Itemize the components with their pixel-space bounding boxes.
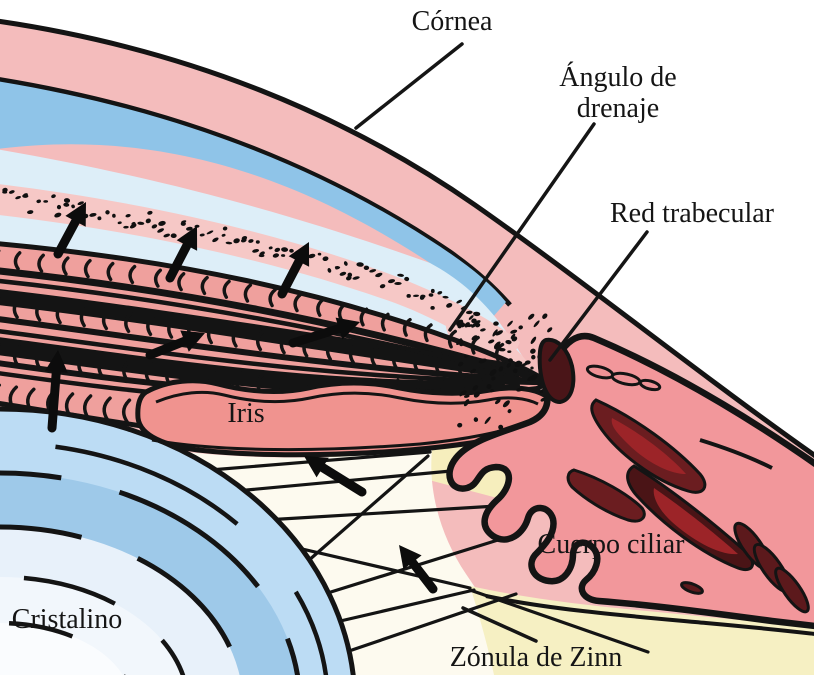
flow-arrow bbox=[165, 226, 198, 283]
zonule-fiber bbox=[350, 592, 518, 652]
zonule-fiber bbox=[263, 504, 499, 522]
flow-arrow bbox=[145, 330, 205, 360]
zonule-fiber bbox=[298, 454, 430, 570]
vessel-pod bbox=[774, 566, 810, 614]
flow-arrow bbox=[399, 545, 438, 594]
label-trabecular: Red trabecular bbox=[610, 198, 775, 229]
vessel-large-inner bbox=[611, 418, 686, 474]
lens bbox=[0, 406, 356, 675]
label-ciliary-body: Cuerpo ciliar bbox=[538, 529, 686, 560]
trabecular-meshwork-blob bbox=[537, 337, 576, 405]
label-zonule: Zónula de Zinn bbox=[450, 642, 623, 673]
label-cornea: Córnea bbox=[412, 6, 493, 37]
flow-arrow bbox=[288, 317, 360, 348]
stipple-dots bbox=[2, 187, 553, 430]
leader-cornea bbox=[354, 42, 464, 130]
vessel-outline bbox=[638, 378, 662, 392]
leader-trabecular bbox=[548, 230, 649, 362]
leader-drainage-angle bbox=[448, 122, 596, 332]
flow-arrow bbox=[44, 350, 68, 433]
blue-layer bbox=[0, 81, 506, 318]
label-drainage-angle-line2: drenaje bbox=[577, 93, 659, 124]
leader-zonule bbox=[461, 606, 538, 643]
flow-arrows bbox=[44, 202, 438, 594]
cornea-inner-edge bbox=[0, 77, 512, 307]
muscle-deep-stripe-2 bbox=[0, 316, 536, 384]
vessel-small bbox=[566, 468, 646, 523]
labels: Córnea Ángulo de drenaje Red trabecular … bbox=[12, 6, 775, 673]
flow-arrow bbox=[304, 456, 367, 497]
iris-inner-line-top bbox=[155, 390, 539, 406]
label-drainage-angle-line1: Ángulo de bbox=[559, 62, 676, 93]
ciliary-body-lower-line bbox=[485, 594, 814, 636]
ciliary-vessels bbox=[566, 364, 810, 614]
stipple-ribbon bbox=[0, 184, 520, 368]
muscle-separator-2 bbox=[0, 329, 547, 386]
zonule-fiber bbox=[316, 538, 500, 598]
label-lens: Cristalino bbox=[12, 604, 122, 635]
label-iris: Iris bbox=[227, 398, 264, 429]
vessel-pod-small bbox=[680, 581, 704, 595]
vessel-diagonal-inner bbox=[653, 488, 738, 555]
flow-arrow bbox=[277, 242, 310, 299]
flow-arrow bbox=[53, 202, 86, 259]
zonule-fiber bbox=[334, 588, 476, 624]
lens-ring-5 bbox=[0, 620, 126, 675]
vessel-streak bbox=[699, 438, 773, 470]
